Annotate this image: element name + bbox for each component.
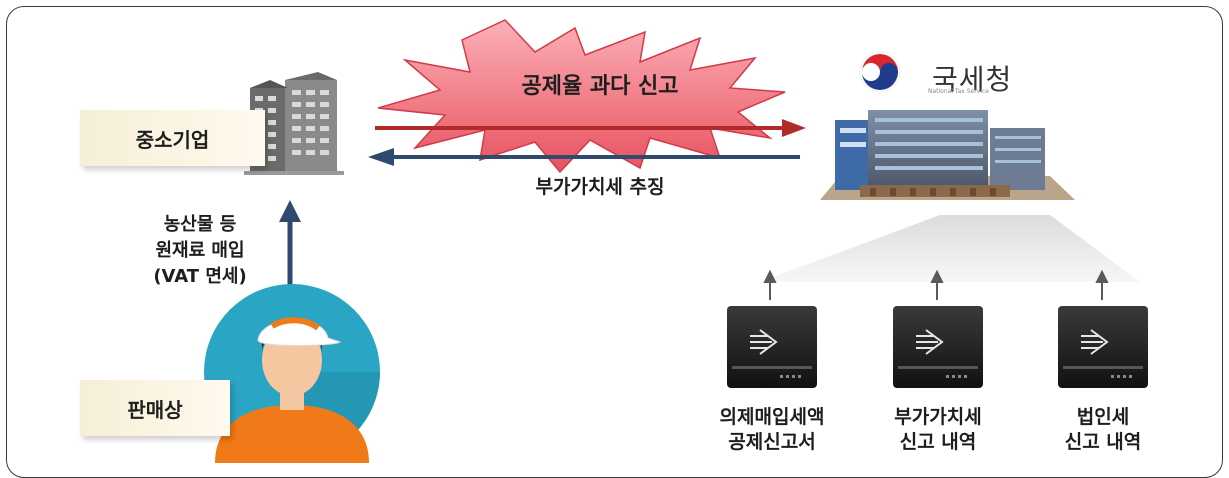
server-label-3: 법인세 신고 내역 <box>1023 405 1183 455</box>
over-report-burst-shape <box>377 19 786 174</box>
seller-person-icon <box>204 284 380 463</box>
nts-logo-icon <box>859 51 901 93</box>
server-icon-2 <box>893 306 983 388</box>
server-up-arrows <box>763 269 1109 300</box>
server-label-1: 의제매입세액 공제신고서 <box>692 405 852 455</box>
server-label-1-line-1: 의제매입세액 <box>719 406 825 428</box>
purchase-label: 농산물 등 원재료 매입 (VAT 면세) <box>120 212 280 290</box>
purchase-line-1: 농산물 등 <box>163 214 237 235</box>
diagram-graphics <box>204 19 1148 463</box>
nts-building-icon <box>820 110 1075 200</box>
server-icon-1 <box>727 306 817 388</box>
purchase-line-2: 원재료 매입 <box>155 240 245 261</box>
server-label-3-line-2: 신고 내역 <box>1064 431 1142 453</box>
nts-subtitle: National Tax Service <box>928 88 989 95</box>
company-label-box: 중소기업 <box>80 110 265 166</box>
server-icon-3 <box>1058 306 1148 388</box>
server-label-2-line-1: 부가가치세 <box>894 406 982 428</box>
data-source-trapezoid <box>760 215 1140 282</box>
nts-name: 국세청 <box>932 63 1013 96</box>
server-label-2: 부가가치세 신고 내역 <box>858 405 1018 455</box>
vat-collection-label: 부가가치세 추징 <box>535 176 665 198</box>
purchase-arrowhead <box>279 200 301 222</box>
server-label-1-line-2: 공제신고서 <box>728 431 816 453</box>
seller-label: 판매상 <box>127 397 183 422</box>
server-label-3-line-1: 법인세 <box>1076 406 1130 428</box>
company-label: 중소기업 <box>135 127 210 152</box>
over-report-label: 공제율 과다 신고 <box>521 74 679 99</box>
over-report-arrowhead <box>782 119 806 137</box>
server-label-2-line-2: 신고 내역 <box>899 431 977 453</box>
collection-arrowhead <box>368 148 394 166</box>
purchase-line-3: (VAT 면세) <box>153 266 247 287</box>
seller-label-box: 판매상 <box>80 380 230 436</box>
